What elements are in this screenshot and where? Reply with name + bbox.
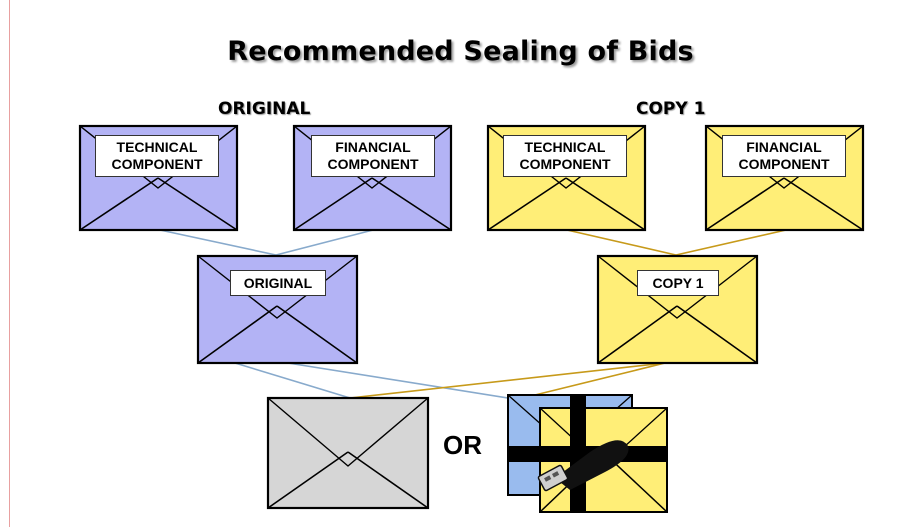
connector-original-to-plain	[234, 362, 351, 399]
original-group-label: ORIGINAL	[218, 99, 311, 119]
connector-copy-to-plain	[349, 362, 666, 399]
ribbon-vertical	[570, 395, 586, 512]
label-orig-financial-text: FINANCIAL COMPONENT	[327, 139, 419, 172]
left-margin-rule	[9, 0, 10, 527]
label-copy-technical: TECHNICAL COMPONENT	[503, 135, 627, 177]
copy-group-label: COPY 1	[636, 99, 706, 119]
label-copy1-text: COPY 1	[652, 274, 704, 291]
label-copy-financial: FINANCIAL COMPONENT	[722, 135, 846, 177]
outer-envelope	[266, 396, 430, 510]
connector-copy-financial	[675, 229, 787, 256]
label-original: ORIGINAL	[230, 270, 326, 296]
connector-orig-technical	[159, 229, 277, 256]
connector-orig-financial	[275, 229, 374, 256]
label-original-text: ORIGINAL	[243, 274, 313, 291]
page-title: Recommended Sealing of Bids	[227, 36, 694, 67]
label-orig-financial: FINANCIAL COMPONENT	[311, 135, 435, 177]
sealed-box-with-usb	[507, 394, 668, 513]
or-text: OR	[443, 430, 482, 460]
label-orig-technical: TECHNICAL COMPONENT	[95, 135, 219, 177]
label-copy1: COPY 1	[637, 270, 719, 296]
label-orig-technical-text: TECHNICAL COMPONENT	[111, 139, 203, 172]
usb-drive-icon	[537, 440, 629, 492]
label-copy-technical-text: TECHNICAL COMPONENT	[519, 139, 611, 172]
connector-copy-to-box	[534, 362, 666, 396]
connector-copy-technical	[566, 229, 677, 256]
label-copy-financial-text: FINANCIAL COMPONENT	[738, 139, 830, 172]
